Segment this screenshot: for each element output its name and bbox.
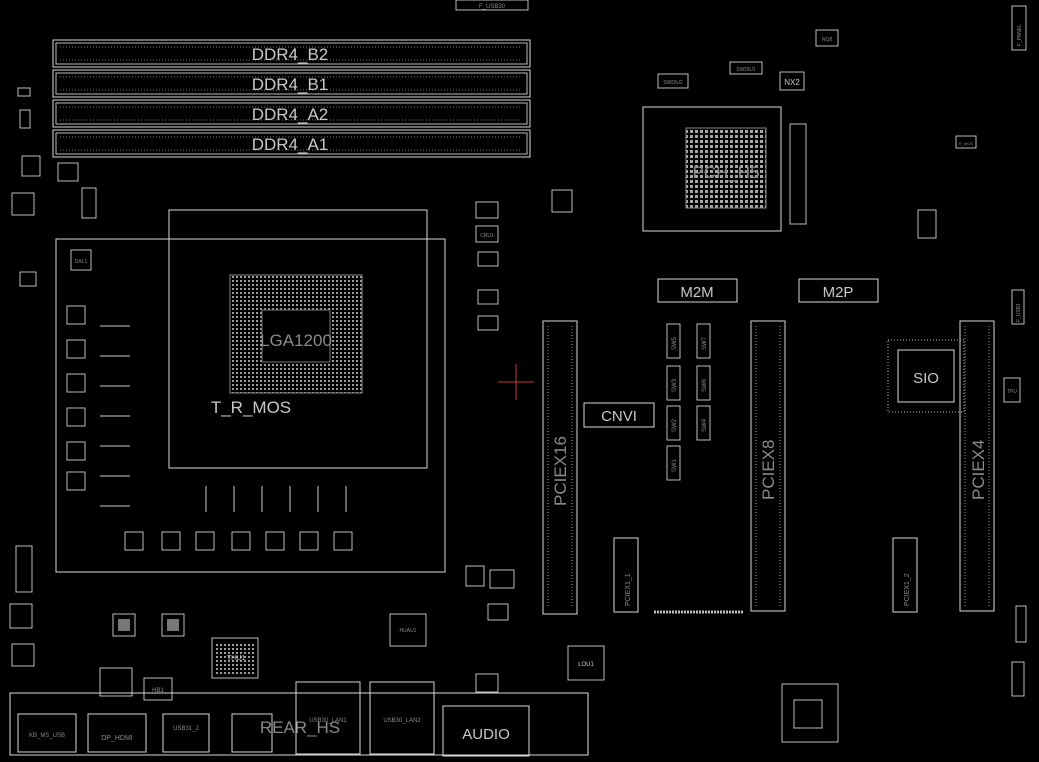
dal1-label: DAL1 (75, 259, 88, 265)
pciex4-label: PCIEX4 (969, 440, 988, 500)
pciex1-1-label: PCIEX1_1 (625, 573, 632, 606)
socket-label: LGA1200 (260, 331, 332, 350)
cursor-crosshair (498, 364, 534, 400)
t-r-mos-label: T_R_MOS (211, 398, 291, 417)
vrm-left-column: DAL1 (66, 249, 130, 507)
f-panel-label: F_PANEL (1017, 24, 1023, 46)
pch-label: PCH_H5 (692, 163, 759, 182)
huau1-label: HUAU1 (400, 628, 417, 634)
kb-ms-usb-port[interactable]: KB_MS_USB (17, 713, 77, 753)
left-edge-components (9, 87, 97, 667)
usb31-2-label: USB31_2 (173, 726, 199, 732)
usb-lan1-port[interactable]: USB30_LAN1 (295, 681, 361, 755)
cnvi-connector[interactable]: CNVI (583, 402, 655, 428)
audio-label: AUDIO (462, 726, 510, 743)
ddr4-b1-label: DDR4_B1 (252, 75, 329, 94)
bottom-chips: THU1 HB1 HUAU1 LOU1 (99, 613, 605, 701)
m2p-slot[interactable]: M2P (798, 278, 879, 303)
ddr4-slot-a1[interactable]: DDR4_A1 (52, 129, 531, 158)
pciex1-2-label: PCIEX1_2 (904, 573, 911, 606)
nx2-label: NX2 (784, 78, 800, 87)
usb-lan2-port[interactable]: USB30_LAN2 (369, 681, 435, 755)
sw3-label: SW3 (672, 378, 678, 392)
pciex16-slot[interactable]: PCIEX16 (542, 320, 578, 615)
m2m-slot[interactable]: M2M (657, 278, 738, 303)
thu1-label: THU1 (227, 655, 245, 662)
hb1-label: HB1 (152, 688, 164, 694)
f-usb30-label: F_USB30 (479, 4, 506, 10)
ddr4-slot-b2[interactable]: DDR4_B2 (52, 39, 531, 68)
ddr4-a2-label: DDR4_A2 (252, 105, 329, 124)
right-edge-headers: F_PANEL F_USB1 F_USB30 NQ8 TPU R_MOS (455, 0, 1027, 743)
usb-lan1-label: USB30_LAN1 (309, 718, 347, 724)
ddr4-slot-b1[interactable]: DDR4_B1 (52, 69, 531, 98)
sio-chip[interactable]: SIO (887, 339, 965, 413)
rear-io-shield[interactable]: REAR_HS (9, 692, 589, 756)
pciex8-label: PCIEX8 (759, 440, 778, 500)
r-mos-label: R_MOS (959, 141, 974, 146)
swdiu2-label: SWDIU2 (663, 80, 683, 86)
sw6-label: SW6 (702, 378, 708, 392)
mid-components: CRU1 (465, 189, 573, 621)
m2m-label: M2M (680, 284, 713, 301)
m2p-label: M2P (823, 284, 854, 301)
sw7-label: SW7 (702, 336, 708, 350)
pciex1-2-slot[interactable]: PCIEX1_2 (892, 537, 918, 613)
ddr4-a1-label: DDR4_A1 (252, 135, 329, 154)
cru1-label: CRU1 (480, 233, 494, 239)
pciex16-label: PCIEX16 (551, 436, 570, 506)
cpu-socket[interactable]: LGA1200 T_R_MOS (55, 209, 446, 573)
nq8-label: NQ8 (822, 37, 833, 43)
cnvi-label: CNVI (601, 408, 637, 425)
usb31-2-port[interactable]: USB31_2 (162, 713, 210, 753)
pciex1-1-slot[interactable]: PCIEX1_1 (613, 537, 639, 613)
kb-ms-usb-label: KB_MS_USB (29, 733, 65, 739)
lou1-label: LOU1 (578, 662, 594, 668)
ddr4-slot-a2[interactable]: DDR4_A2 (52, 99, 531, 128)
dp-hdmi-port[interactable]: DP_HDMI (87, 713, 147, 753)
audio-jack[interactable]: AUDIO (442, 705, 530, 757)
pciex8-slot[interactable]: PCIEX8 (750, 320, 786, 612)
sio-label: SIO (913, 370, 939, 387)
ddr4-b2-label: DDR4_B2 (252, 45, 329, 64)
pciex4-slot[interactable]: PCIEX4 (959, 320, 995, 612)
sw5-label: SW5 (672, 336, 678, 350)
usb-lan2-label: USB30_LAN2 (383, 718, 421, 724)
pch-chip[interactable]: PCH_H5 SWDIU2 SWDIU1 NX2 (642, 61, 807, 232)
rear-hs-label: REAR_HS (260, 718, 340, 737)
tpu-label: TPU (1007, 389, 1017, 395)
vrm-bottom-row (124, 486, 353, 551)
sw4-label: SW4 (702, 418, 708, 432)
dp-hdmi-label: DP_HDMI (101, 735, 133, 742)
pcie-switches: SW5 SW7 SW3 SW6 SW2 SW1 SW4 (666, 323, 711, 481)
usb31-1-port[interactable] (231, 713, 273, 753)
swdiu1-label: SWDIU1 (736, 67, 756, 73)
sw1-label: SW1 (672, 458, 678, 472)
f-usb1-label: F_USB1 (1016, 303, 1022, 322)
sw2-label: SW2 (672, 418, 678, 432)
